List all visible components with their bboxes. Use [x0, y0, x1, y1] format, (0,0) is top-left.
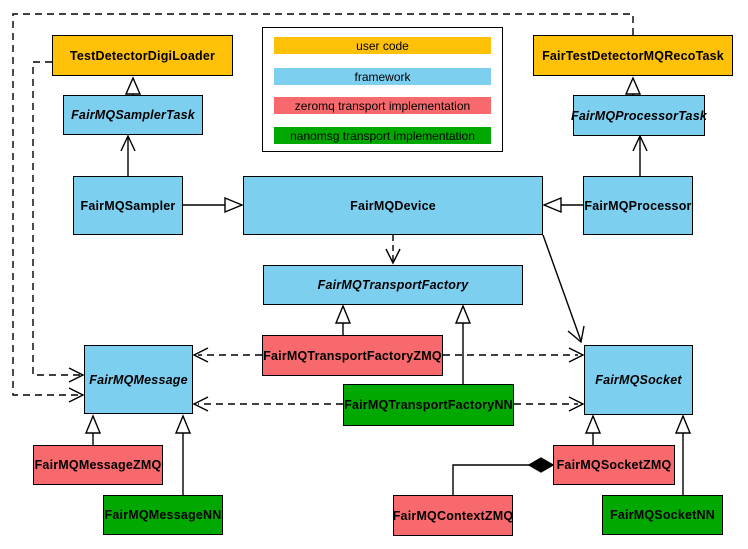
edge-factorynn-socket-dependency — [514, 396, 585, 412]
class-node-fairmqcontextzmq: FairMQContextZMQ — [393, 495, 513, 536]
class-node-fairmqdevice: FairMQDevice — [243, 176, 543, 235]
class-node-fairmqsocketnn: FairMQSocketNN — [602, 495, 723, 535]
class-node-fairmqmessagezmq: FairMQMessageZMQ — [33, 445, 163, 485]
class-node-fairmqmessagenn: FairMQMessageNN — [103, 495, 223, 535]
class-node-fairmqprocessor: FairMQProcessor — [583, 176, 693, 235]
class-node-fairmqmessage: FairMQMessage — [84, 345, 193, 414]
edge-device-factory-dependency — [385, 235, 401, 265]
edge-factoryzmq-socket-dependency — [443, 347, 585, 363]
edge-sampler-device-generalization — [183, 196, 244, 214]
legend-item-zeromq: zeromq transport implementation — [274, 97, 491, 114]
edge-digiloader-message-dependency — [32, 61, 85, 383]
class-node-fairmqtransportfactoryzmq: FairMQTransportFactoryZMQ — [262, 335, 443, 376]
legend-item-nanomsg: nanomsg transport implementation — [274, 127, 491, 144]
edge-device-socket-association — [542, 234, 585, 344]
edge-socketnn-socket-generalization — [674, 414, 692, 495]
edge-recotask-message-dependency — [12, 13, 634, 403]
edge-socketzmq-contextzmq-composition — [452, 457, 555, 495]
edge-messagenn-message-generalization — [174, 414, 192, 495]
class-node-fairmqtransportfactory: FairMQTransportFactory — [263, 265, 523, 305]
legend: user code framework zeromq transport imp… — [262, 27, 503, 152]
edge-processortask-recotask-generalization — [624, 76, 642, 95]
edge-processor-processortask-association — [632, 134, 648, 176]
class-node-fairmqtransportfactorynn: FairMQTransportFactoryNN — [343, 384, 514, 426]
class-node-fairmqsocketzmq: FairMQSocketZMQ — [553, 445, 675, 485]
class-node-fairmqprocessortask: FairMQProcessorTask — [571, 95, 707, 136]
class-node-fairtestdetectormqrecotask: FairTestDetectorMQRecoTask — [533, 35, 733, 76]
edge-factorynn-factory-generalization — [454, 304, 472, 384]
class-node-testdetectordigiloader: TestDetectorDigiLoader — [52, 35, 233, 76]
class-node-fairmqsampler: FairMQSampler — [73, 176, 183, 235]
edge-socketzmq-socket-generalization — [584, 414, 602, 445]
edge-factoryzmq-factory-generalization — [334, 304, 352, 335]
legend-item-framework: framework — [274, 68, 491, 85]
edge-factorynn-message-dependency — [192, 396, 343, 412]
class-node-fairmqsocket: FairMQSocket — [584, 345, 693, 415]
edge-sampler-samplertask-association — [120, 134, 136, 176]
edge-processor-device-generalization — [542, 196, 583, 214]
edge-messagezmq-message-generalization — [84, 414, 102, 445]
legend-item-user-code: user code — [274, 37, 491, 54]
class-node-fairmqsamplertask: FairMQSamplerTask — [63, 95, 203, 135]
edge-factoryzmq-message-dependency — [192, 347, 262, 363]
edge-samplertask-digiloader-generalization — [124, 76, 142, 95]
